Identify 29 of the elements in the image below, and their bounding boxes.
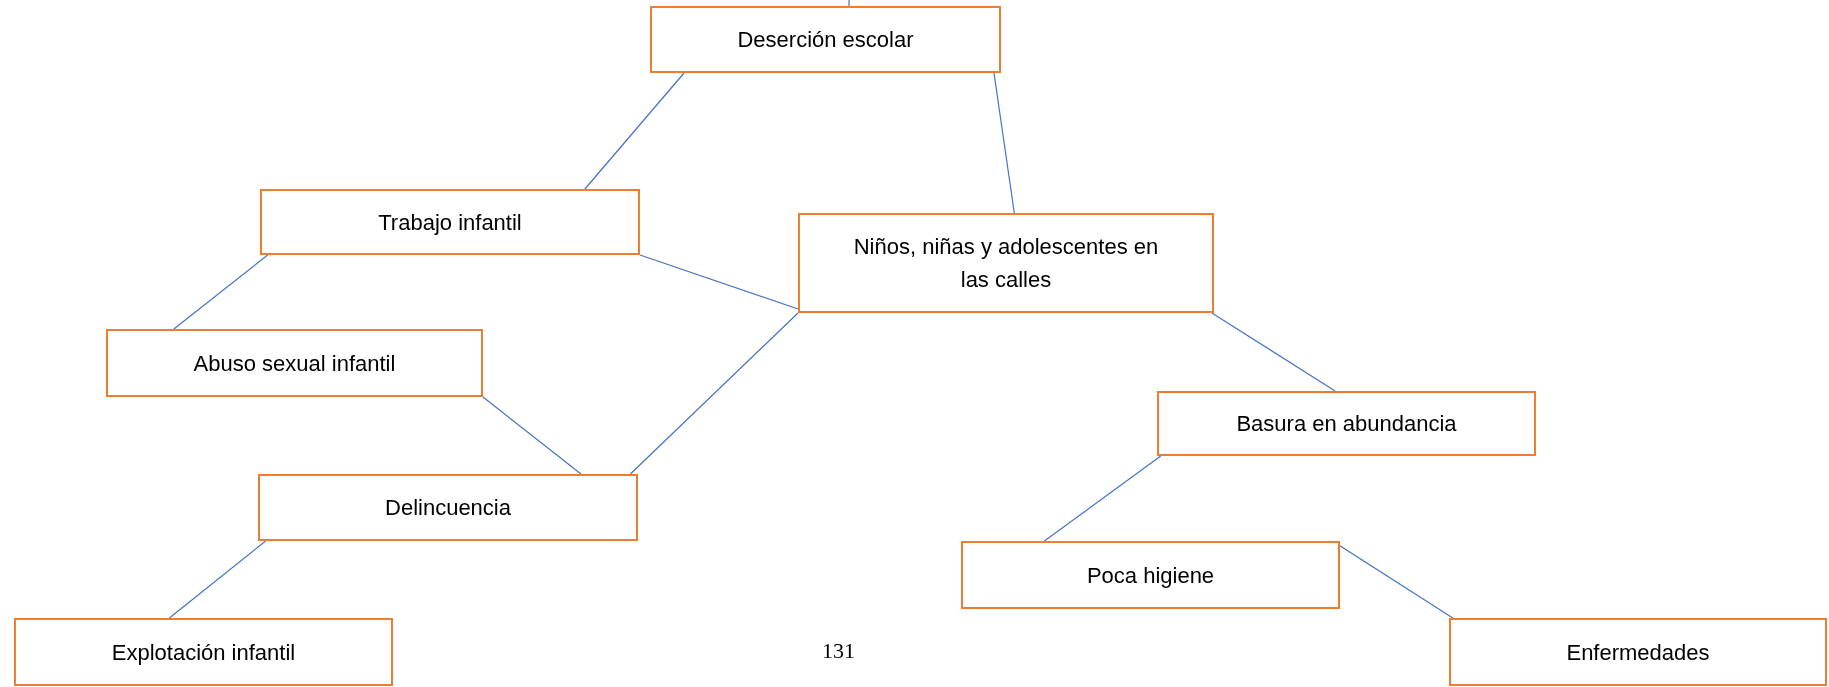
concept-box xyxy=(798,213,1214,313)
node-label: Delincuencia xyxy=(385,494,511,522)
connector-line xyxy=(629,312,799,475)
concept-box xyxy=(14,618,393,686)
node-label: Poca higiene xyxy=(1086,561,1215,590)
node-label: Abuso sexual infantil xyxy=(193,349,396,378)
connector-line xyxy=(173,254,269,330)
connector-line xyxy=(482,396,582,475)
concept-box xyxy=(106,329,483,397)
connector-line xyxy=(639,254,799,310)
concept-box xyxy=(260,189,640,255)
node-label: Niños, niñas y adolescentes en las calles xyxy=(852,233,1160,294)
connector-line xyxy=(584,72,685,190)
concept-box xyxy=(1449,618,1827,686)
node-label: Enfermedades xyxy=(1566,638,1710,667)
connector-line xyxy=(848,0,850,7)
concept-box xyxy=(961,541,1340,609)
node-label: Deserción escolar xyxy=(737,26,914,54)
node-label: Trabajo infantil xyxy=(378,208,522,237)
node-label: Explotación infantil xyxy=(111,638,296,667)
concept-box xyxy=(258,474,638,541)
connector-line xyxy=(1211,312,1336,392)
connector-line xyxy=(993,72,1015,214)
concept-box xyxy=(650,6,1001,73)
node-label: Basura en abundancia xyxy=(1236,410,1457,438)
page-number: 131 xyxy=(822,638,855,664)
concept-box xyxy=(1157,391,1536,456)
connector-line xyxy=(1043,455,1162,542)
connector-line xyxy=(168,540,267,619)
